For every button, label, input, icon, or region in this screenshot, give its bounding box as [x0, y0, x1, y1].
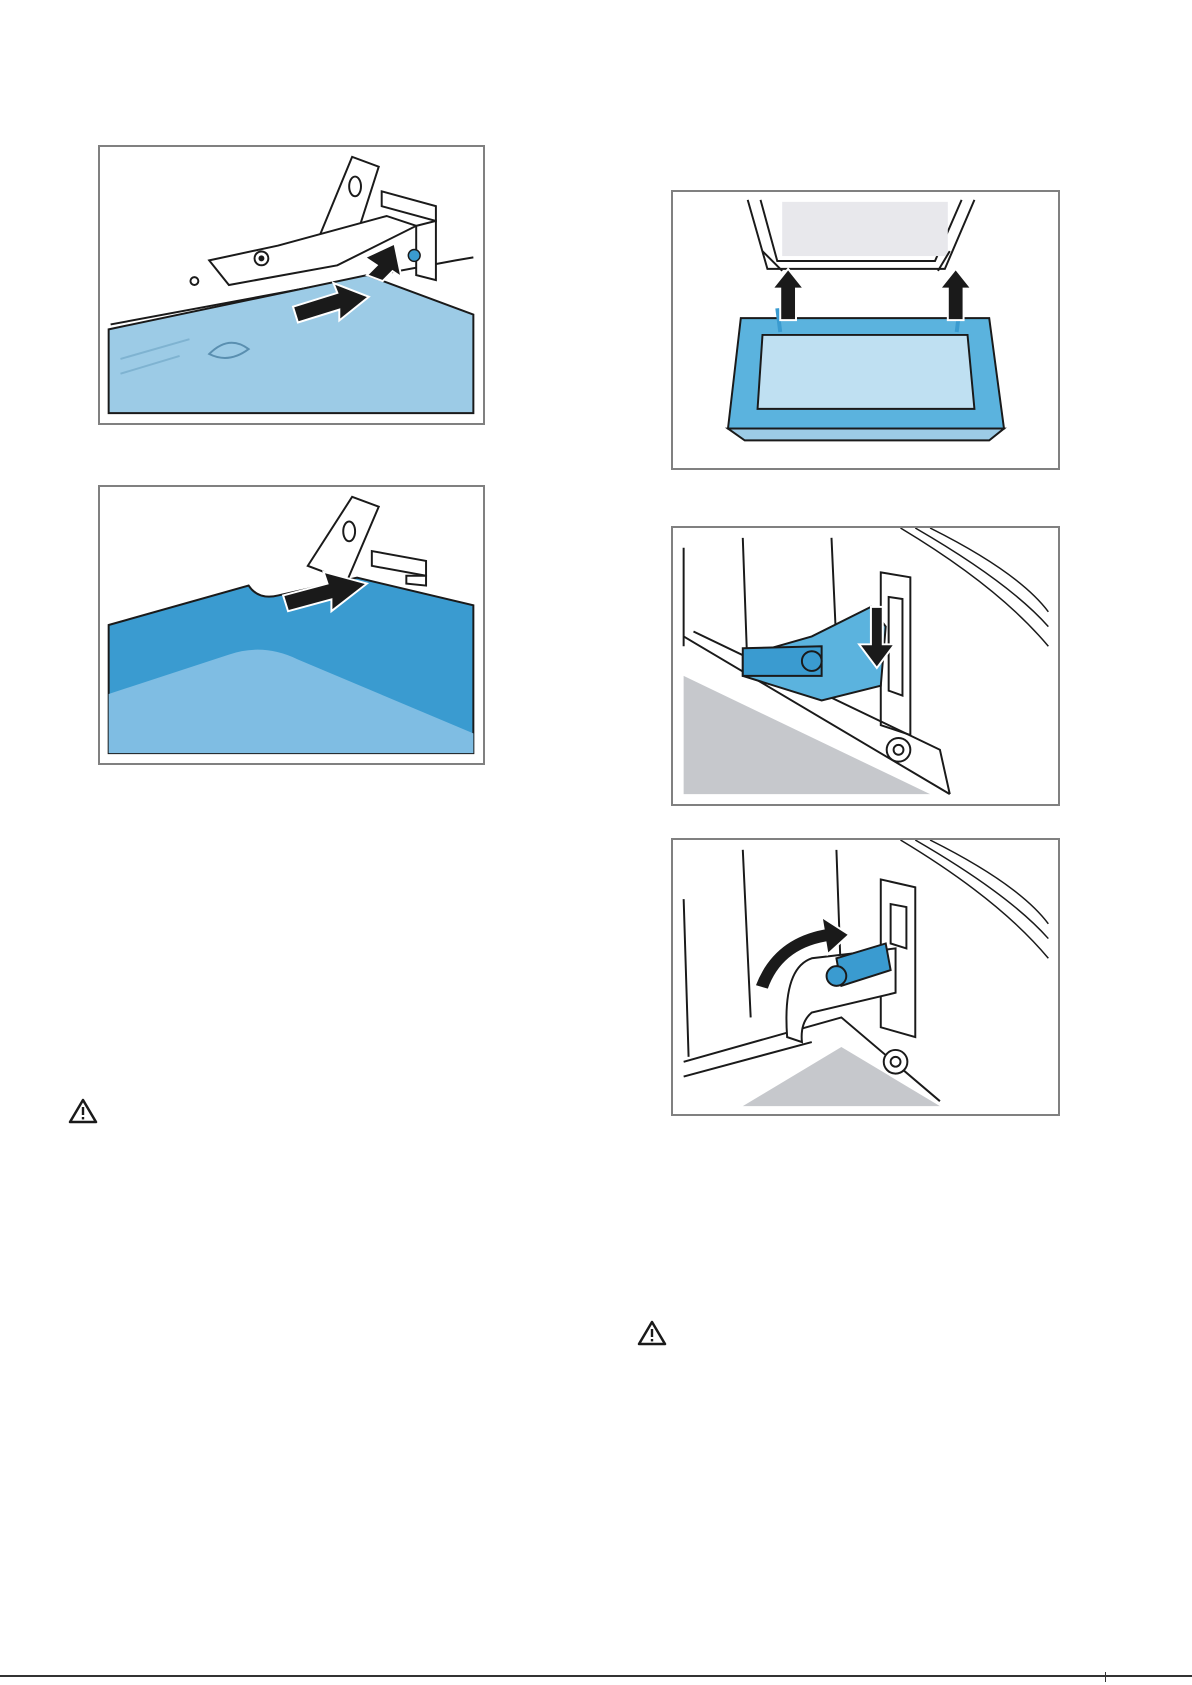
figure-panel-under-hinge-drawing — [100, 487, 483, 763]
figure-hinge-lever-down-drawing — [673, 528, 1058, 804]
figure-lift-door-glass — [671, 190, 1060, 470]
figure-slide-panel-with-hinge-drawing — [100, 147, 483, 423]
warning-triangle-icon — [637, 1320, 667, 1346]
figure-hinge-lever-rotate — [671, 838, 1060, 1116]
figure-hinge-lever-down — [671, 526, 1060, 806]
footer-rule — [0, 1675, 1192, 1677]
figure-hinge-lever-rotate-drawing — [673, 840, 1058, 1114]
figure-lift-door-glass-drawing — [673, 192, 1058, 468]
warning-triangle-icon — [68, 1098, 98, 1124]
figure-panel-under-hinge — [98, 485, 485, 765]
arrow-up-icon — [940, 269, 972, 320]
figure-slide-panel-with-hinge — [98, 145, 485, 425]
footer-tick — [1105, 1672, 1106, 1682]
